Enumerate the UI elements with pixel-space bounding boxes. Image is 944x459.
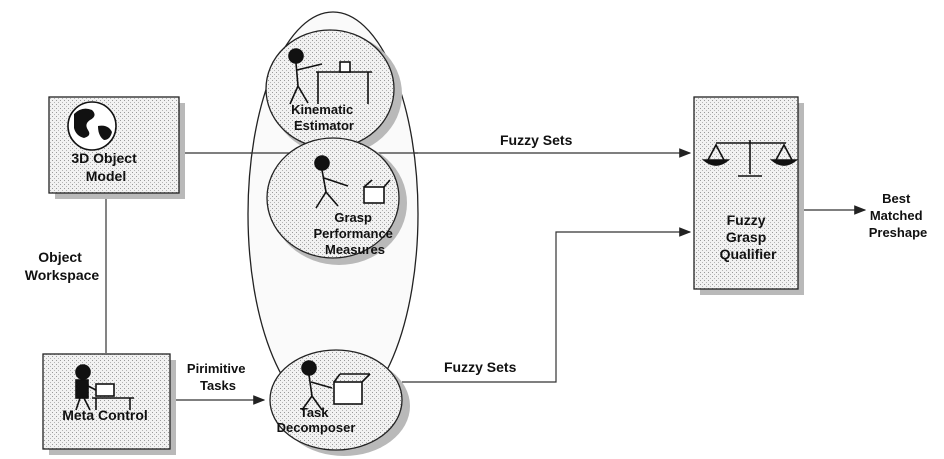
grasp-performance-label-line1: Grasp	[334, 210, 372, 225]
fuzzy-grasp-qualifier-node: Fuzzy Grasp Qualifier	[694, 97, 804, 295]
object-model-label-line2: Model	[86, 168, 126, 184]
edge-label-primitive-tasks-line1: Pirimitive	[187, 361, 246, 376]
task-decomposer-label-line2: Decomposer	[277, 420, 356, 435]
grasp-performance-label-line3: Measures	[325, 242, 385, 257]
grasp-performance-label-line2: Performance	[313, 226, 392, 241]
edge-label-output-line3: Preshape	[869, 225, 928, 240]
svg-text:Meta Control: Meta Control	[62, 407, 148, 423]
edge-label-output-line2: Matched	[870, 208, 923, 223]
edge-label-fuzzy-sets-bottom: Fuzzy Sets	[444, 359, 517, 375]
edge-label-output-line1: Best	[882, 191, 911, 206]
edge-label-object-workspace-line1: Object	[38, 249, 82, 265]
qualifier-label-line3: Qualifier	[720, 246, 777, 262]
svg-text:Best Matched Preshape: Best Matched Preshape	[869, 191, 928, 240]
object-model-node: 3D Object Model	[49, 97, 185, 199]
svg-text:Pirimitive Tasks: Pirimitive Tasks	[187, 361, 249, 393]
kinematic-estimator-label-line2: Estimator	[294, 118, 354, 133]
svg-text:Object Workspace: Object Workspace	[25, 249, 100, 283]
edge-label-object-workspace-line2: Workspace	[25, 267, 100, 283]
qualifier-label-line1: Fuzzy	[727, 212, 766, 228]
meta-control-label: Meta Control	[62, 407, 148, 423]
object-model-label-line1: 3D Object	[71, 150, 137, 166]
svg-text:Kinematic Estimator: Kinematic Estimator	[291, 102, 357, 133]
qualifier-label-line2: Grasp	[726, 229, 766, 245]
edge-label-primitive-tasks-line2: Tasks	[200, 378, 236, 393]
svg-text:Fuzzy Grasp Qualif: Fuzzy Grasp Qualifier	[720, 212, 777, 262]
edge-label-fuzzy-sets-top: Fuzzy Sets	[500, 132, 573, 148]
task-decomposer-label-line1: Task	[300, 405, 329, 420]
kinematic-estimator-label-line1: Kinematic	[291, 102, 353, 117]
meta-control-node: Meta Control	[43, 354, 176, 455]
globe-icon	[68, 102, 116, 150]
